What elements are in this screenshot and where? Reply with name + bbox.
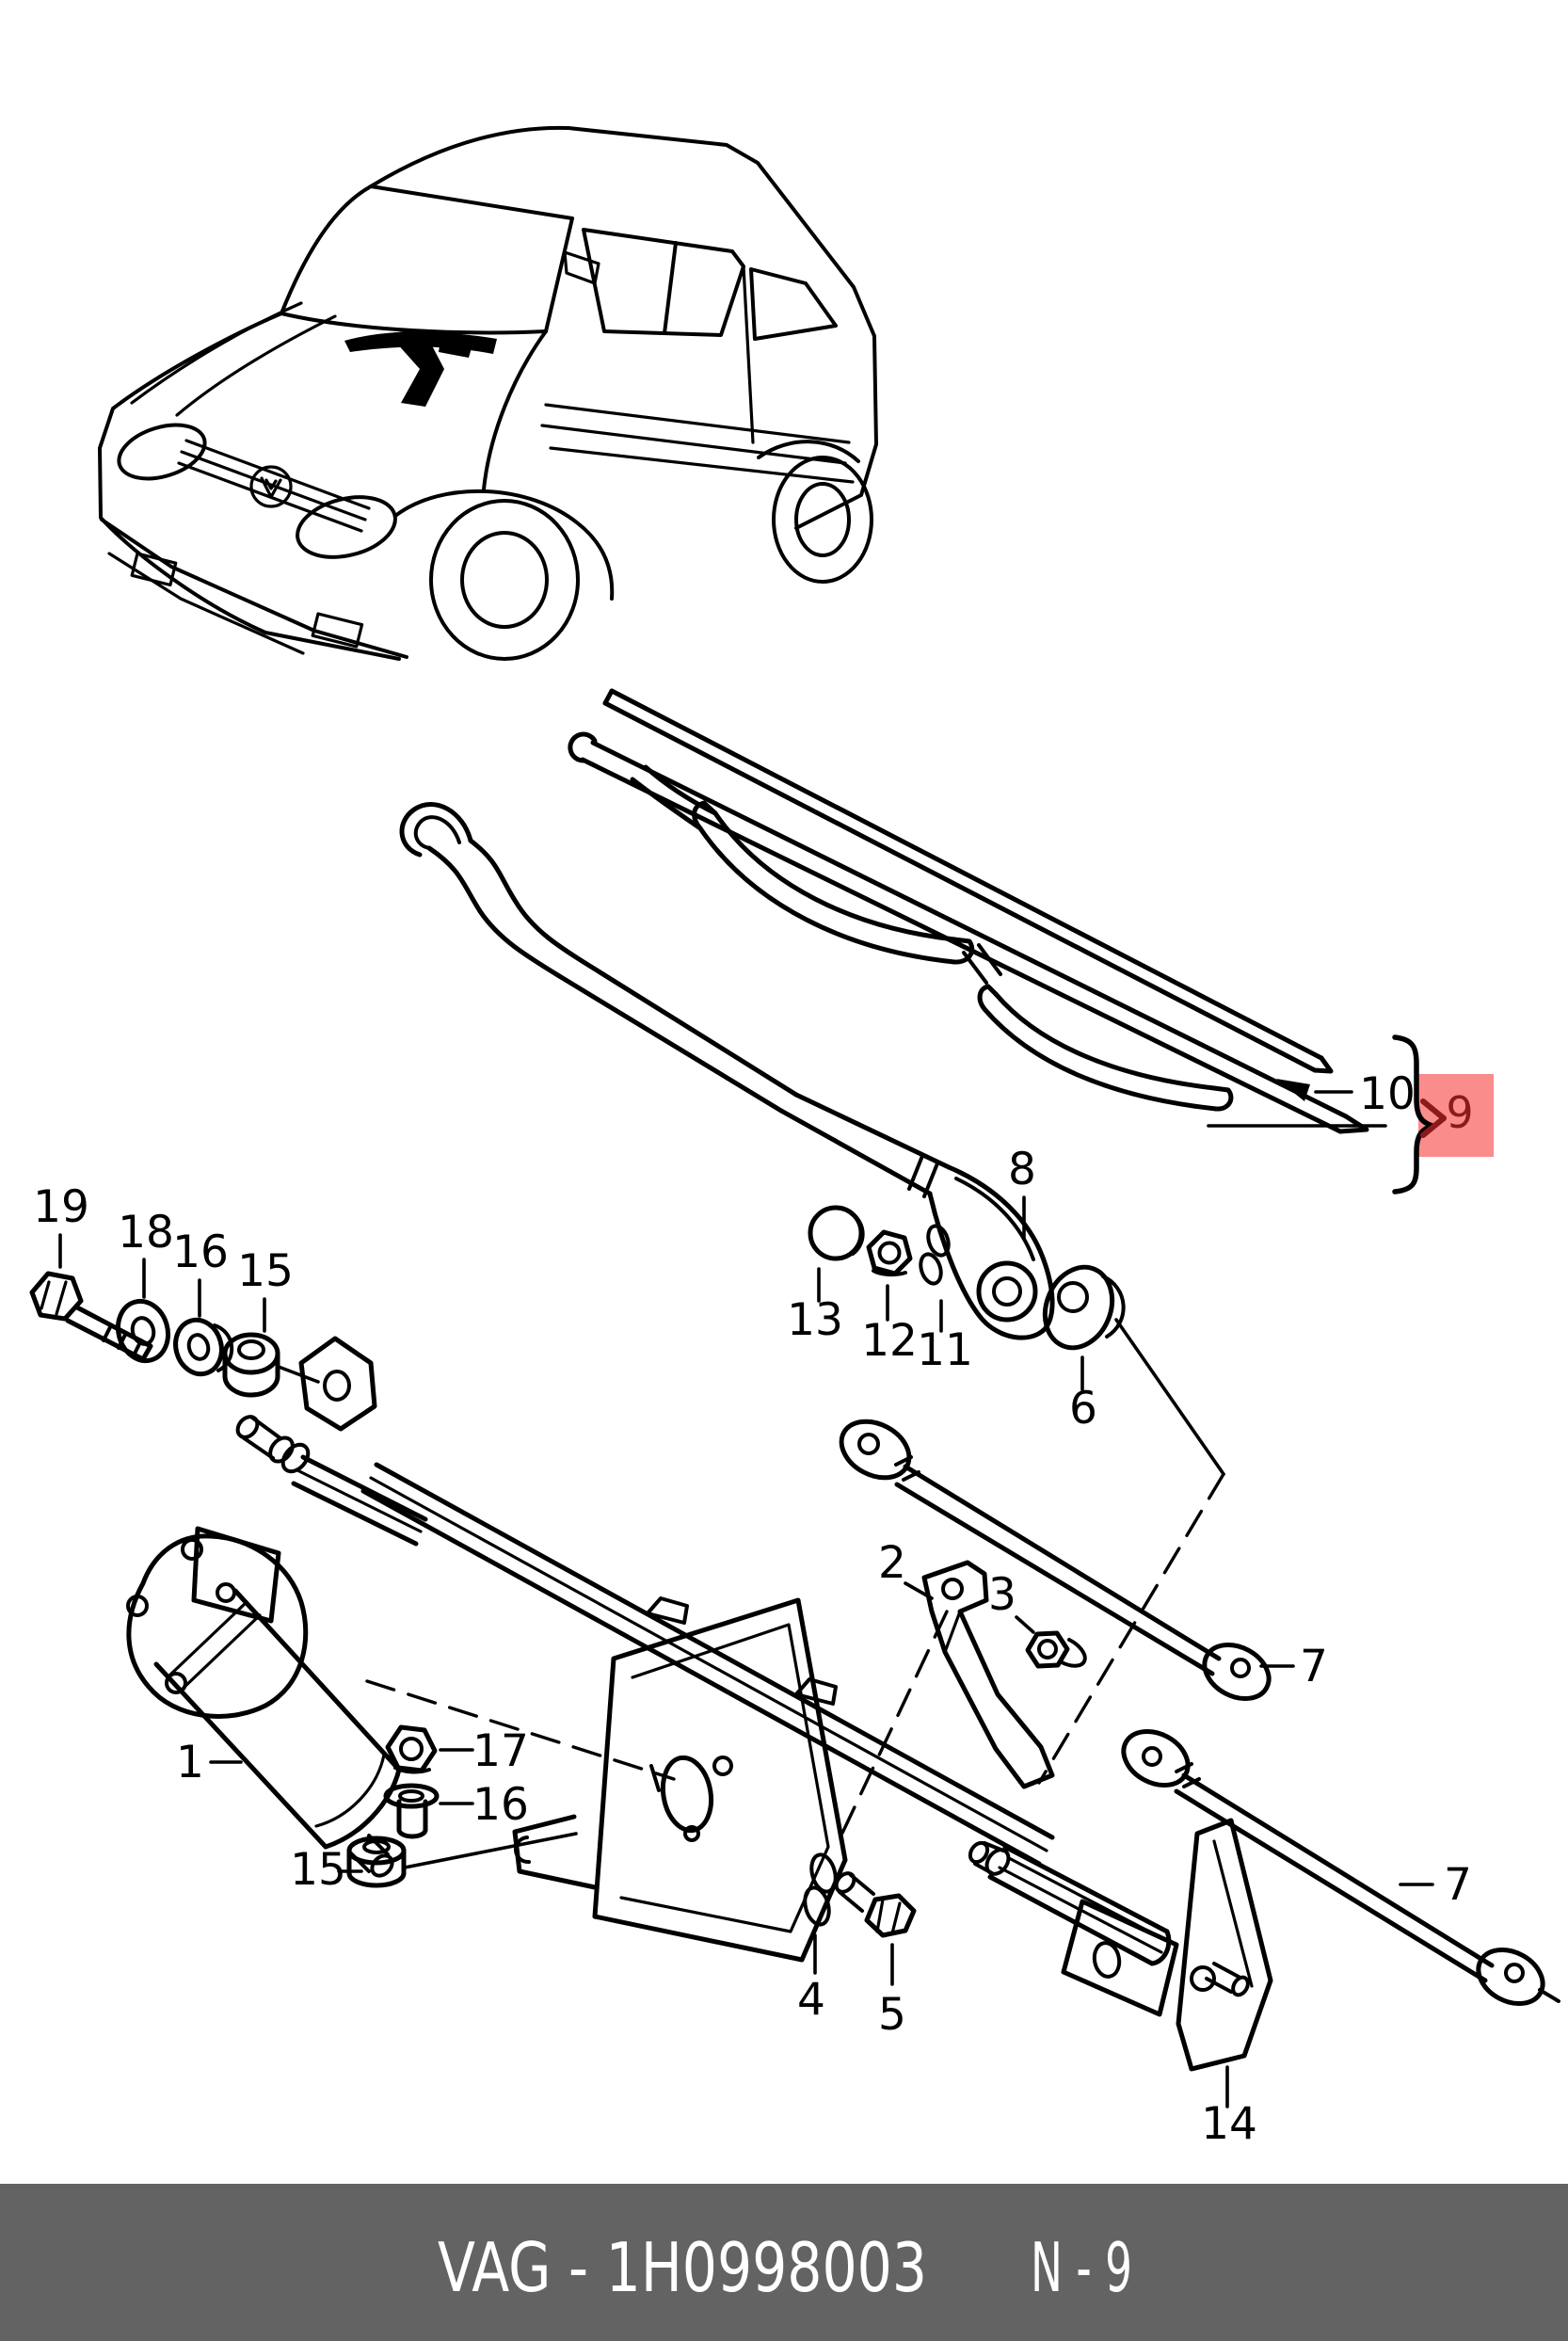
callout-16-lower: 16 xyxy=(472,1779,529,1831)
callout-3: 3 xyxy=(988,1569,1016,1621)
mount-bracket-part xyxy=(1176,1818,1273,2072)
arm-fastener-parts xyxy=(808,1205,1126,1351)
wiper-silhouette-nub xyxy=(439,339,472,358)
callout-18: 18 xyxy=(118,1207,174,1259)
callout-16-upper: 16 xyxy=(172,1227,229,1278)
footer-background xyxy=(0,2184,1568,2341)
blade-arrowhead xyxy=(1276,1079,1310,1101)
bracket-nut-part xyxy=(1025,1630,1087,1669)
car-illustration xyxy=(98,125,878,661)
left-fastener-parts xyxy=(29,1271,320,1398)
highlight-label-9: 9 xyxy=(1446,1087,1473,1138)
wiper-silhouette-arm xyxy=(388,329,444,407)
highlight-group-9: 9 xyxy=(1392,1034,1494,1195)
construction-lines xyxy=(365,1318,1225,1845)
callout-12: 12 xyxy=(861,1315,918,1367)
brace-pointer-icon xyxy=(1420,1098,1447,1138)
link-rod-upper xyxy=(839,1419,1272,1702)
callout-8: 8 xyxy=(1008,1144,1036,1195)
footer-catalog-number: VAG - 1H0998003 xyxy=(438,2228,927,2307)
callout-6: 6 xyxy=(1069,1383,1097,1435)
callout-7-upper: 7 xyxy=(1300,1641,1328,1692)
callout-19: 19 xyxy=(33,1181,89,1233)
callout-11: 11 xyxy=(917,1324,973,1376)
link-rod-lower xyxy=(1121,1728,1560,2007)
callout-10: 10 xyxy=(1359,1068,1416,1120)
motor-fastener-parts xyxy=(346,1724,578,1888)
callout-17: 17 xyxy=(472,1725,529,1777)
callout-7-lower: 7 xyxy=(1444,1859,1472,1911)
callout-5: 5 xyxy=(878,1989,906,2041)
callout-leaders xyxy=(58,1079,1434,2109)
highlight-box xyxy=(1418,1074,1494,1157)
callout-4: 4 xyxy=(797,1974,825,2026)
link-bracket-part xyxy=(921,1560,1055,1789)
callout-13: 13 xyxy=(787,1294,843,1346)
linkage-frame xyxy=(235,1336,1179,2017)
callout-2: 2 xyxy=(878,1537,906,1589)
callout-1: 1 xyxy=(176,1737,204,1788)
bolt-5-part xyxy=(834,1871,917,1938)
callout-15-upper: 15 xyxy=(237,1245,294,1297)
wiper-arm-part xyxy=(399,802,1055,1340)
footer-bar: VAG - 1H0998003 N - 9 xyxy=(0,2184,1568,2341)
wiper-motor-part xyxy=(126,1526,402,1878)
clip-4-part xyxy=(803,1852,838,1927)
callout-numbers: 10 8 13 12 11 6 19 18 16 15 2 3 7 1 17 1… xyxy=(33,1068,1472,2150)
wiper-blade-part xyxy=(568,688,1369,1134)
callout-15-lower: 15 xyxy=(290,1844,346,1896)
callout-14: 14 xyxy=(1201,2098,1257,2150)
footer-page-code: N - 9 xyxy=(1031,2228,1132,2307)
